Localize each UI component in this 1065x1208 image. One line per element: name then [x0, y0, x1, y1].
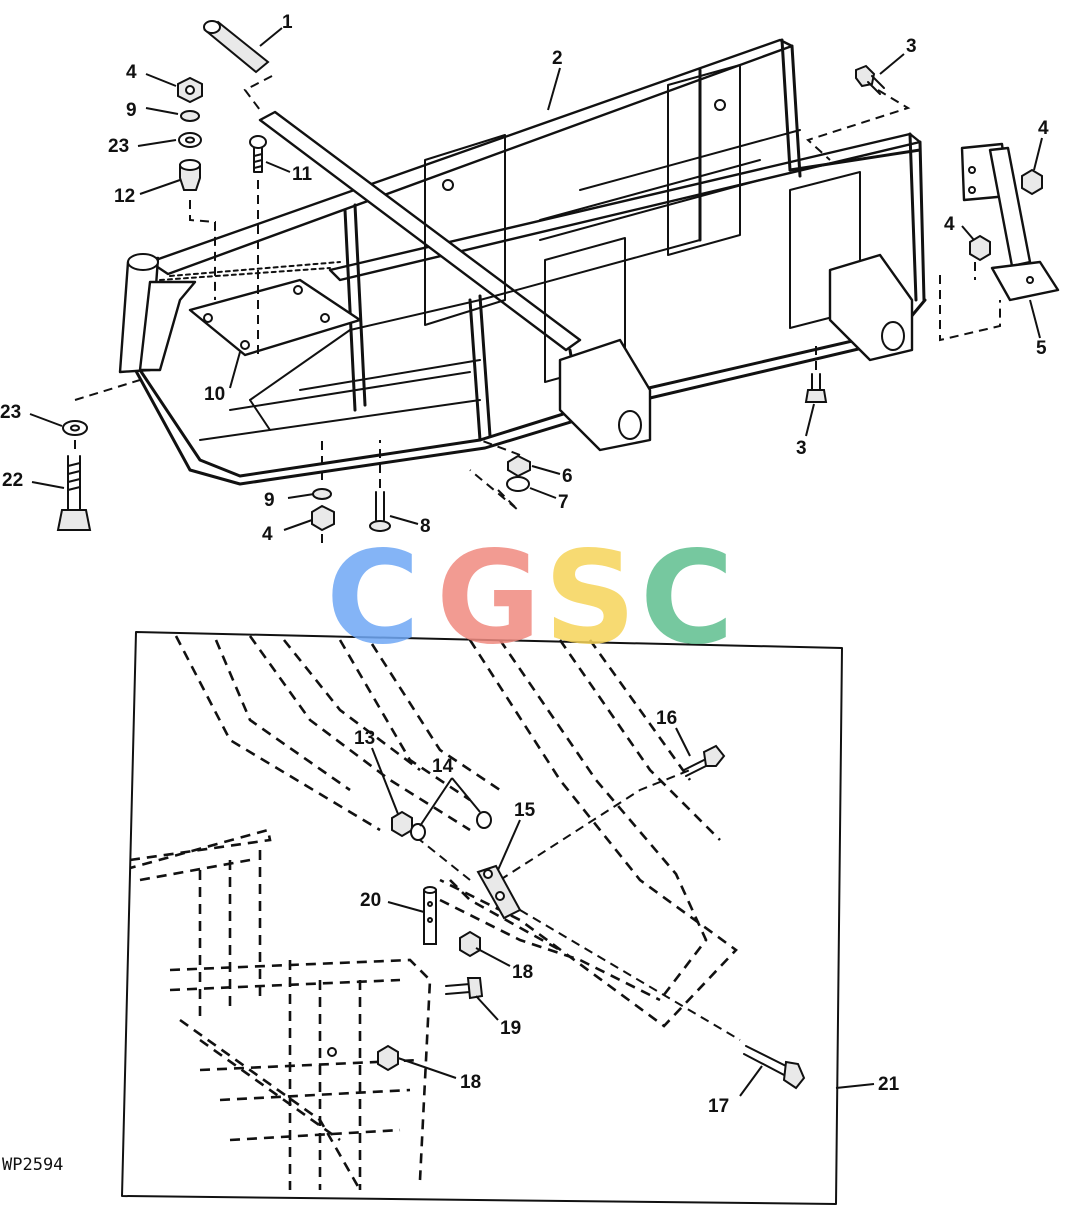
callout-4-right: 4: [1038, 118, 1049, 139]
nut-part-13: [391, 810, 413, 838]
washer-part-7: [506, 476, 530, 492]
callout-8: 8: [420, 516, 431, 537]
callout-18-upper: 18: [512, 962, 533, 983]
bolt-part-8: [369, 491, 391, 532]
collar-part-14b: [476, 811, 492, 829]
inset-detail-21: [121, 631, 843, 1205]
frame-assembly: [118, 38, 927, 486]
nut-part-4-right-lower: [969, 234, 991, 262]
link-part-15: [476, 864, 522, 920]
callout-3-top: 3: [906, 36, 917, 57]
callout-22: 22: [2, 470, 23, 491]
callout-20: 20: [360, 890, 381, 911]
callout-12: 12: [114, 186, 135, 207]
nut-part-18-upper: [459, 930, 481, 958]
bolt-part-11: [249, 135, 267, 173]
washer-part-23-left: [62, 420, 88, 436]
callout-11: 11: [292, 164, 313, 185]
leader-lines: [29, 27, 1043, 1097]
washer-part-9: [180, 110, 200, 122]
callout-15: 15: [514, 800, 536, 821]
callout-4-top: 4: [126, 62, 137, 83]
callout-18-lower: 18: [460, 1072, 481, 1093]
watermark-letter-3: S: [544, 524, 636, 673]
callout-17: 17: [708, 1096, 729, 1117]
watermark-logo: C G S C: [326, 524, 734, 673]
callout-19: 19: [500, 1018, 521, 1039]
bolt-part-3-top: [855, 64, 885, 95]
watermark-letter-2: G: [436, 524, 541, 673]
nut-part-18-lower: [377, 1044, 399, 1072]
callout-23-left: 23: [0, 402, 21, 423]
nut-part-4: [177, 76, 203, 104]
callout-3-lower: 3: [796, 438, 807, 459]
callout-1: 1: [282, 12, 293, 33]
callout-labels: 1 2 3 4 9 23 11 12 4 4 5 10 3 23 22 6 7 …: [0, 12, 1049, 1175]
callout-16: 16: [656, 708, 677, 729]
washer-part-23: [178, 132, 202, 148]
callout-10: 10: [204, 384, 225, 405]
collar-part-14a: [410, 823, 426, 841]
pin-part-1: [203, 20, 270, 74]
bolt-part-22: [56, 455, 92, 531]
callout-9-lower: 9: [264, 490, 275, 511]
hardware-upper: [56, 20, 1060, 532]
callout-13: 13: [354, 728, 375, 749]
bracket-part-5: [960, 142, 1060, 302]
bolt-part-3-lower: [804, 373, 828, 403]
bolt-part-19: [445, 977, 484, 1000]
washer-part-9-lower: [312, 488, 332, 500]
callout-6: 6: [562, 466, 573, 487]
callout-14: 14: [432, 756, 454, 777]
bushing-part-12: [179, 159, 201, 191]
callout-4-lower: 4: [262, 524, 273, 545]
assembly-lines-upper: [74, 75, 1001, 548]
bolt-part-16: [683, 744, 726, 777]
watermark-letter-1: C: [326, 524, 420, 673]
callout-23-top: 23: [108, 136, 129, 157]
callout-9-top: 9: [126, 100, 137, 121]
nut-part-4-right: [1021, 168, 1043, 196]
nut-part-6: [507, 454, 531, 478]
pin-part-20: [423, 886, 437, 945]
nut-part-4-lower: [311, 504, 335, 532]
callout-21: 21: [878, 1074, 900, 1095]
figure-code: WP2594: [2, 1155, 63, 1175]
callout-5: 5: [1036, 338, 1047, 359]
bolt-part-17: [743, 1045, 806, 1090]
callout-2: 2: [552, 48, 563, 69]
callout-4-right-lower: 4: [944, 214, 955, 235]
callout-7: 7: [558, 492, 569, 513]
watermark-letter-4: C: [640, 524, 734, 673]
